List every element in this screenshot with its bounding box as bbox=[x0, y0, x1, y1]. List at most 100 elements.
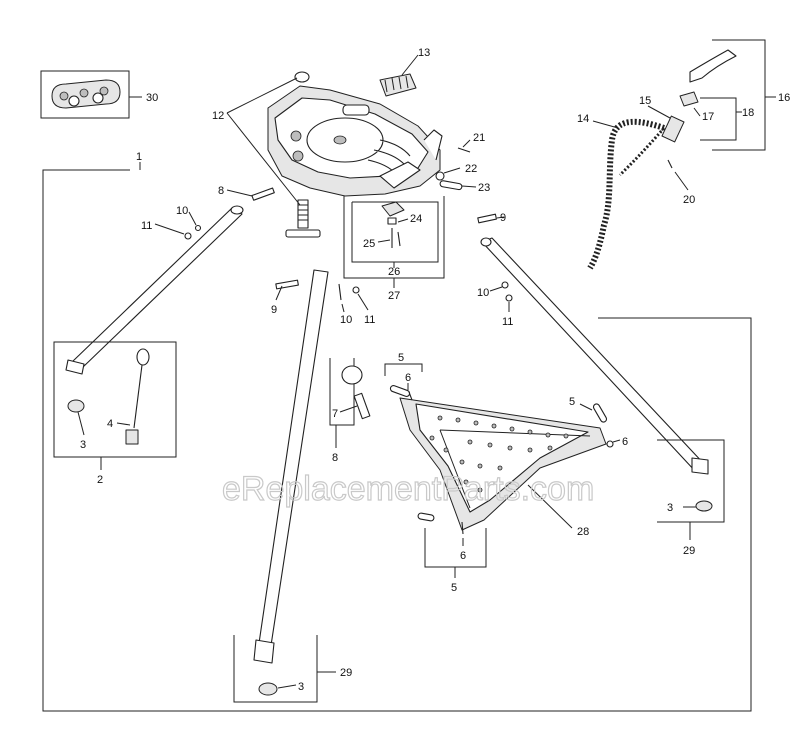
leader-23 bbox=[461, 185, 477, 188]
leg-left-end bbox=[230, 205, 244, 215]
box-2 bbox=[53, 341, 177, 458]
leader-11b bbox=[357, 293, 369, 311]
callout-1: 1 bbox=[136, 151, 142, 163]
roll-pin-6b bbox=[606, 440, 614, 448]
tray-28 bbox=[399, 397, 607, 531]
leader-7 bbox=[339, 405, 358, 413]
washer-10b bbox=[338, 283, 342, 301]
roll-pin-6a bbox=[408, 391, 413, 401]
pin-20 bbox=[667, 159, 673, 169]
callout-21: 21 bbox=[473, 132, 485, 144]
callout-6: 6 bbox=[405, 372, 411, 384]
bolt-9b bbox=[477, 213, 497, 224]
leader-9a bbox=[275, 285, 283, 301]
clamp-7-head bbox=[341, 365, 363, 385]
callout-5: 5 bbox=[451, 582, 457, 594]
leader-25 bbox=[377, 239, 391, 243]
leader-13 bbox=[401, 54, 419, 76]
roll-pin-6c bbox=[461, 521, 464, 535]
callout-6: 6 bbox=[622, 436, 628, 448]
callout-6: 6 bbox=[460, 550, 466, 562]
chain-hook-16 bbox=[689, 49, 737, 83]
washer-10a bbox=[194, 224, 202, 232]
chain-14 bbox=[587, 118, 666, 270]
callout-3: 3 bbox=[667, 502, 673, 514]
ball-22 bbox=[435, 171, 445, 181]
screw-17 bbox=[679, 91, 699, 107]
leg-right-end bbox=[480, 237, 492, 247]
callout-10: 10 bbox=[340, 314, 352, 326]
callout-7: 7 bbox=[332, 408, 338, 420]
leader-22 bbox=[443, 167, 461, 174]
leader-9b bbox=[496, 216, 505, 219]
leg-center bbox=[257, 269, 329, 653]
callout-28: 28 bbox=[577, 526, 589, 538]
foot-pad-3a bbox=[67, 399, 85, 413]
box-29b bbox=[233, 635, 318, 703]
box-16 bbox=[712, 39, 766, 151]
callout-23: 23 bbox=[478, 182, 490, 194]
washer-10c bbox=[501, 281, 509, 289]
leader-28 bbox=[527, 484, 573, 529]
leader-3a bbox=[77, 411, 85, 436]
leader-10b bbox=[341, 303, 345, 313]
leader-24 bbox=[397, 218, 409, 223]
bolt-8a bbox=[251, 187, 275, 201]
leader-10a bbox=[188, 211, 197, 226]
bolt-9a bbox=[275, 279, 299, 290]
box-30 bbox=[40, 70, 130, 119]
callout-13: 13 bbox=[418, 47, 430, 59]
pin-21 bbox=[457, 147, 471, 153]
jaw-13 bbox=[379, 73, 417, 97]
leg-cable-4 bbox=[125, 348, 150, 445]
callout-29: 29 bbox=[340, 667, 352, 679]
callout-8: 8 bbox=[332, 452, 338, 464]
pin-5b bbox=[592, 403, 608, 423]
watermark: eReplacementParts.com bbox=[222, 470, 594, 508]
foot-pad-3c bbox=[258, 682, 278, 696]
leader-12a bbox=[226, 77, 298, 114]
nut-11b bbox=[352, 286, 360, 294]
foot-pad-3b bbox=[695, 500, 713, 512]
pin-5c bbox=[417, 512, 435, 522]
leg-right-foot bbox=[691, 457, 709, 475]
callout-15: 15 bbox=[639, 95, 651, 107]
spring-23 bbox=[439, 180, 463, 191]
box-18 bbox=[700, 97, 737, 141]
callout-3: 3 bbox=[298, 681, 304, 693]
leader-3c bbox=[277, 684, 297, 689]
leader-14 bbox=[592, 120, 619, 129]
nut-11a bbox=[184, 232, 192, 240]
chain-link-30 bbox=[51, 79, 121, 109]
callout-26: 26 bbox=[388, 266, 400, 278]
box-26 bbox=[351, 201, 439, 263]
pin-5a bbox=[389, 385, 411, 397]
assembly-outline-1 bbox=[42, 169, 752, 712]
callout-10: 10 bbox=[477, 287, 489, 299]
leg-left-foot bbox=[65, 359, 85, 375]
leader-17 bbox=[693, 107, 701, 117]
callout-9: 9 bbox=[271, 304, 277, 316]
callout-14: 14 bbox=[577, 113, 589, 125]
callout-8: 8 bbox=[218, 185, 224, 197]
leader-21 bbox=[462, 139, 471, 148]
leader-11a bbox=[154, 223, 185, 235]
box-8b bbox=[329, 358, 355, 426]
leader-10c bbox=[489, 286, 503, 292]
leader-20 bbox=[674, 171, 689, 191]
leg-center-foot bbox=[253, 639, 275, 664]
callout-12: 12 bbox=[212, 110, 224, 122]
clamp-7-shank bbox=[353, 392, 371, 420]
callout-29: 29 bbox=[683, 545, 695, 557]
callout-16: 16 bbox=[778, 92, 790, 104]
leg-left bbox=[71, 207, 243, 369]
callout-10: 10 bbox=[176, 205, 188, 217]
callout-9: 9 bbox=[500, 212, 506, 224]
callout-5: 5 bbox=[398, 352, 404, 364]
callout-11: 11 bbox=[502, 316, 513, 328]
callout-25: 25 bbox=[363, 238, 375, 250]
callout-5: 5 bbox=[569, 396, 575, 408]
leader-4 bbox=[116, 422, 131, 426]
